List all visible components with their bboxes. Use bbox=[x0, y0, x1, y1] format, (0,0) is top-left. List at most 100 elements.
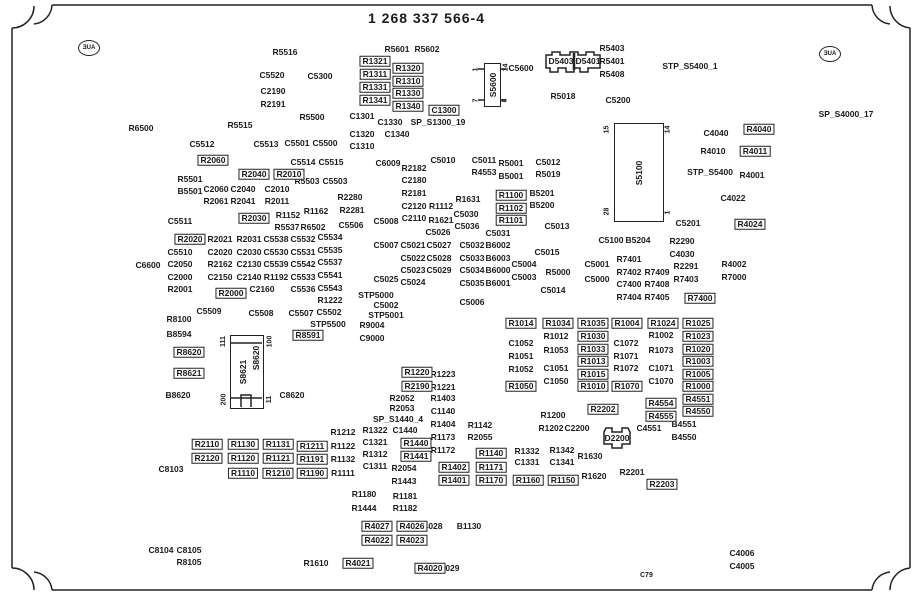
ref-r1112: R1112 bbox=[428, 200, 454, 211]
ref-c1071: C1071 bbox=[648, 362, 674, 373]
ref-c5508: C5508 bbox=[248, 307, 274, 318]
ref-r1332: R1332 bbox=[514, 445, 540, 456]
pin-label: 11 bbox=[266, 395, 274, 404]
ref-c5536: C5536 bbox=[290, 283, 316, 294]
ref-c6600: C6600 bbox=[135, 259, 161, 270]
ref-r4001: R4001 bbox=[739, 169, 765, 180]
ref-r5403: R5403 bbox=[599, 42, 625, 53]
ref-c5010: C5010 bbox=[430, 154, 456, 165]
ref-r1212: R1212 bbox=[330, 426, 356, 437]
ic-label: S5600 bbox=[487, 72, 498, 98]
ref-c5542: C5542 bbox=[290, 258, 316, 269]
ref-r1012: R1012 bbox=[543, 330, 569, 341]
ref-c2050: C2050 bbox=[167, 258, 193, 269]
boxed-ref-r1035: R1035 bbox=[577, 317, 609, 329]
boxed-ref-r1000: R1000 bbox=[682, 380, 714, 392]
pin-label: 7 bbox=[472, 98, 480, 103]
boxed-ref-r1034: R1034 bbox=[542, 317, 574, 329]
ref-r1072: R1072 bbox=[613, 362, 639, 373]
ref-c1340: C1340 bbox=[384, 128, 410, 139]
boxed-ref-r1030: R1030 bbox=[577, 330, 609, 342]
ref-r5019: R5019 bbox=[535, 168, 561, 179]
ref-c5503: C5503 bbox=[322, 175, 348, 186]
ref-stp-s5400: STP_S5400 bbox=[687, 166, 733, 177]
boxed-ref-r1050: R1050 bbox=[505, 380, 537, 392]
ref-c5535: C5535 bbox=[317, 244, 343, 255]
ref-r1162: R1162 bbox=[303, 205, 329, 216]
boxed-ref-r1191: R1191 bbox=[296, 453, 328, 465]
boxed-ref-r1441: R1441 bbox=[400, 450, 432, 462]
pin-label: 8 bbox=[501, 98, 509, 103]
ref-c2150: C2150 bbox=[207, 271, 233, 282]
ref-c1341: C1341 bbox=[549, 456, 575, 467]
revision-mark: C79 bbox=[640, 572, 653, 579]
ref-c5534: C5534 bbox=[317, 231, 343, 242]
boxed-ref-r1210: R1210 bbox=[262, 467, 294, 479]
corner-arc bbox=[11, 5, 35, 29]
ref-c5507: C5507 bbox=[288, 307, 314, 318]
boxed-ref-r1015: R1015 bbox=[577, 368, 609, 380]
ref-c2010: C2010 bbox=[264, 183, 290, 194]
boxed-ref-r1440: R1440 bbox=[400, 437, 432, 449]
ref-c1072: C1072 bbox=[613, 337, 639, 348]
ref-c5511: C5511 bbox=[167, 215, 193, 226]
boxed-ref-r4022: R4022 bbox=[361, 534, 393, 546]
ref-r1403: R1403 bbox=[430, 392, 456, 403]
ref-sp-s4000-17: SP_S4000_17 bbox=[818, 108, 874, 119]
ref-c5008: C5008 bbox=[373, 215, 399, 226]
ref-c4006: C4006 bbox=[729, 547, 755, 558]
ref-r1182: R1182 bbox=[392, 502, 418, 513]
boxed-ref-d5403: D5403 bbox=[548, 55, 574, 66]
ref-b5204: B5204 bbox=[625, 234, 651, 245]
ref-r5516: R5516 bbox=[272, 46, 298, 57]
ref-b5201: B5201 bbox=[529, 187, 555, 198]
boxed-ref-r2030: R2030 bbox=[238, 212, 270, 224]
ref-c2160: C2160 bbox=[249, 283, 275, 294]
ref-c5036: C5036 bbox=[454, 220, 480, 231]
ref-r5503: R5503 bbox=[294, 175, 320, 186]
ref-c5509: C5509 bbox=[196, 305, 222, 316]
boxed-ref-c1300: C1300 bbox=[428, 104, 460, 116]
pin-label: 1 bbox=[664, 210, 672, 215]
ref-r2290: R2290 bbox=[669, 235, 695, 246]
ref-r1620: R1620 bbox=[581, 470, 607, 481]
ref-c5030: C5030 bbox=[453, 208, 479, 219]
ref-r1071: R1071 bbox=[613, 350, 639, 361]
ref-r1223: R1223 bbox=[430, 368, 456, 379]
ic-sub-label: S8620 bbox=[250, 345, 261, 370]
boxed-ref-r1131: R1131 bbox=[262, 438, 294, 450]
ref-r7402: R7402 bbox=[616, 266, 642, 277]
boxed-ref-r2202: R2202 bbox=[587, 403, 619, 415]
boxed-ref-r1320: R1320 bbox=[392, 62, 424, 74]
boxed-ref-r1101: R1101 bbox=[495, 214, 527, 226]
ref-c4551: C4551 bbox=[636, 422, 662, 433]
ref-r2011: R2011 bbox=[264, 195, 290, 206]
boxed-ref-r7400: R7400 bbox=[684, 292, 716, 304]
ref-c5531: C5531 bbox=[290, 246, 316, 257]
ref-c5501: C5501 bbox=[284, 137, 310, 148]
pin-label: 200 bbox=[220, 393, 228, 406]
ref-c5510: C5510 bbox=[167, 246, 193, 257]
boxed-ref-r4550: R4550 bbox=[682, 405, 714, 417]
ref-r5000: R5000 bbox=[545, 266, 571, 277]
ref-c1440: C1440 bbox=[392, 424, 418, 435]
ref-c1331: C1331 bbox=[514, 456, 540, 467]
ref-c1330: C1330 bbox=[377, 116, 403, 127]
ref-c5002: C5002 bbox=[373, 299, 399, 310]
ref-b6003: B6003 bbox=[485, 252, 511, 263]
pin-label: 15 bbox=[603, 125, 611, 134]
ref-c7400: C7400 bbox=[616, 278, 642, 289]
ref-r7408: R7408 bbox=[644, 278, 670, 289]
ref-r1002: R1002 bbox=[648, 329, 674, 340]
ref-c5007: C5007 bbox=[373, 239, 399, 250]
ref-c8103: C8103 bbox=[158, 463, 184, 474]
ref-r1404: R1404 bbox=[430, 418, 456, 429]
boxed-ref-r1150: R1150 bbox=[547, 474, 579, 486]
ref-r1610: R1610 bbox=[303, 557, 329, 568]
ref-c5201: C5201 bbox=[675, 217, 701, 228]
ref-c5541: C5541 bbox=[317, 269, 343, 280]
ref-r1053: R1053 bbox=[543, 344, 569, 355]
boxed-ref-r1330: R1330 bbox=[392, 87, 424, 99]
boxed-ref-r1401: R1401 bbox=[438, 474, 470, 486]
